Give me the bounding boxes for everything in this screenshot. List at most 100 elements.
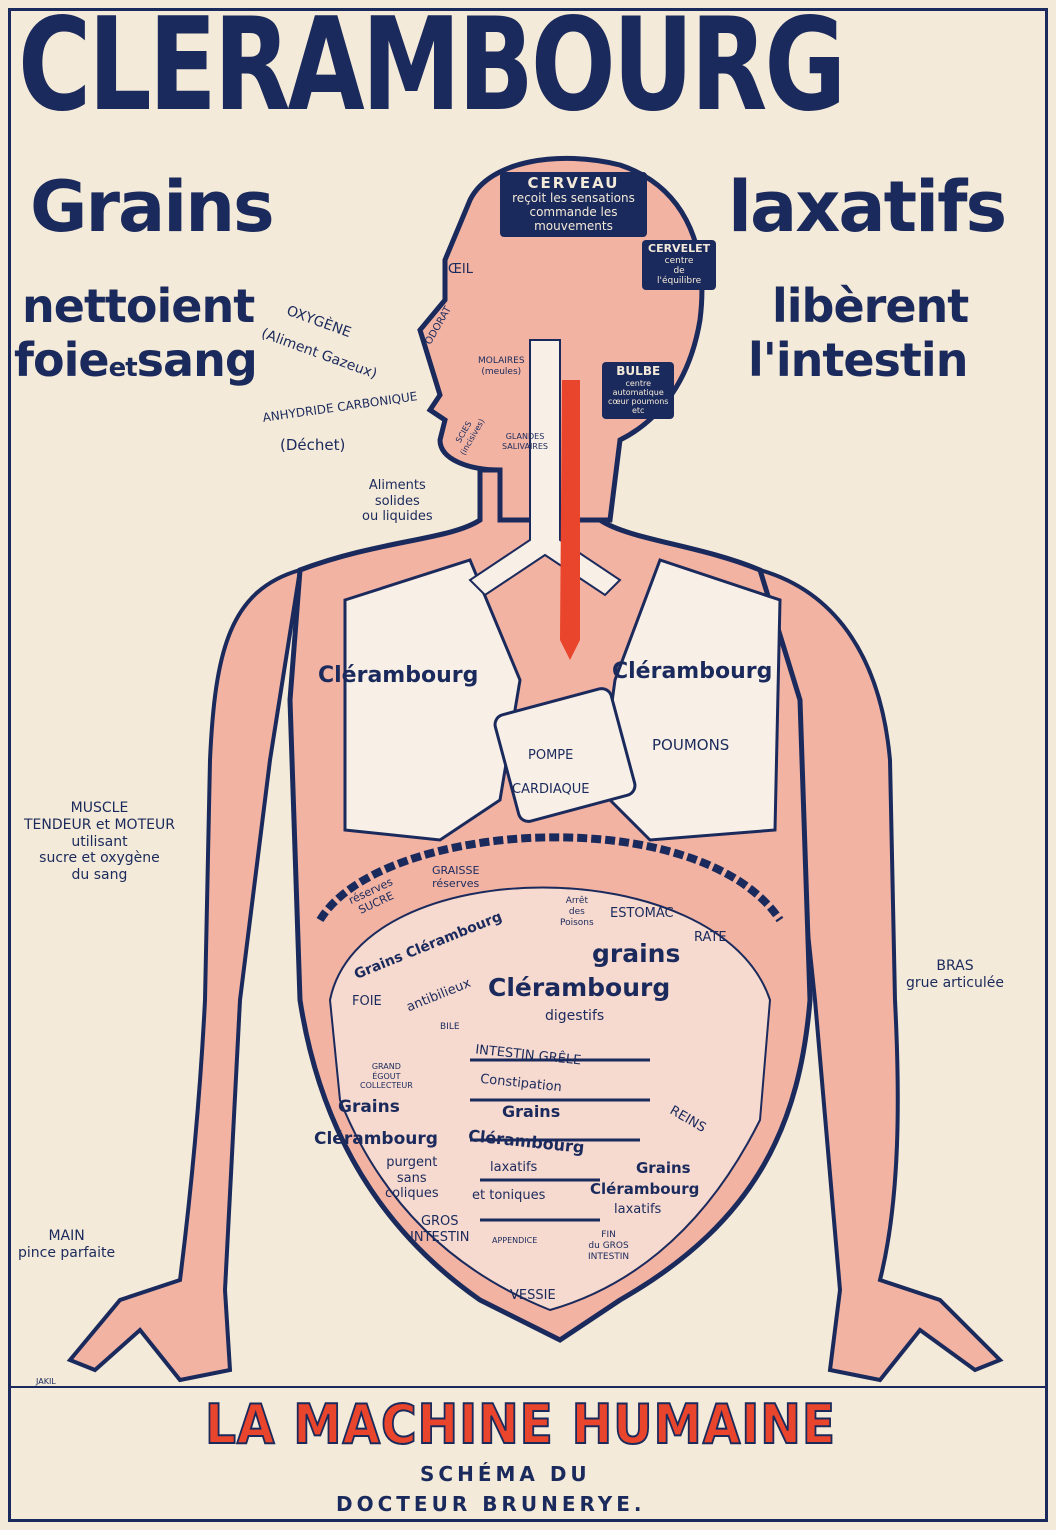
left-grains: Grains bbox=[338, 1097, 400, 1117]
egout-text: ÉGOUT bbox=[372, 1071, 401, 1081]
laxatifs-heading: laxatifs bbox=[728, 166, 1007, 248]
bulbe-line: etc bbox=[631, 406, 645, 416]
right-arm bbox=[757, 567, 1004, 1383]
intestines bbox=[470, 1058, 650, 1222]
poisons-text: des bbox=[568, 906, 585, 917]
cerveau-box: CERVEAU reçoit les sensations commande l… bbox=[500, 172, 647, 237]
poster-border bbox=[8, 8, 1048, 1522]
molaires-text: MOLAIRES bbox=[478, 356, 525, 366]
right-clerambourg: Clérambourg bbox=[590, 1180, 700, 1198]
heart-pump bbox=[493, 687, 637, 823]
brand-title: CLERAMBOURG bbox=[18, 0, 846, 140]
appendice-label: APPENDICE bbox=[492, 1236, 538, 1245]
right-laxatifs: laxatifs bbox=[614, 1202, 662, 1217]
meules-text: (meules) bbox=[481, 366, 522, 377]
oeil-label: ŒIL bbox=[448, 262, 473, 277]
cervelet-box: CERVELET centre de l'équilibre bbox=[642, 240, 717, 290]
center-laxatifs: laxatifs bbox=[490, 1160, 538, 1175]
et-word: et bbox=[108, 353, 138, 383]
cardiaque-label: CARDIAQUE bbox=[512, 782, 590, 797]
cervelet-line: l'équilibre bbox=[656, 276, 702, 287]
bulbe-line: automatique bbox=[612, 387, 664, 397]
cerveau-title: CERVEAU bbox=[527, 174, 620, 192]
aliments-text: ou liquides bbox=[362, 509, 433, 525]
esophagus bbox=[560, 380, 580, 660]
muscle-text: TENDEUR et MOTEUR bbox=[24, 816, 175, 833]
cerveau-line: reçoit les sensations bbox=[512, 191, 635, 206]
foie-word: foie bbox=[14, 333, 110, 387]
diaphragm bbox=[316, 833, 784, 923]
right-grains: Grains bbox=[636, 1159, 691, 1177]
molaires-label: MOLAIRES(meules) bbox=[478, 356, 525, 378]
footer-subtitle: SCHÉMA DU bbox=[420, 1462, 591, 1486]
nettoient-text: nettoient bbox=[22, 279, 255, 333]
footer-author: DOCTEUR BRUNERYE. bbox=[336, 1492, 646, 1516]
bras-text: BRAS bbox=[936, 958, 974, 974]
vessie-label: VESSIE bbox=[510, 1288, 556, 1303]
bras-label: BRAS grue articulée bbox=[906, 958, 1004, 992]
muscle-text: sucre et oxygène bbox=[39, 850, 160, 867]
poisons-text: Poisons bbox=[560, 917, 594, 928]
muscle-label: MUSCLE TENDEUR et MOTEUR utilisant sucre… bbox=[24, 800, 175, 884]
center-toniques: et toniques bbox=[472, 1188, 546, 1203]
sang-word: sang bbox=[136, 333, 258, 387]
cerveau-line: commande les bbox=[529, 205, 618, 220]
digest-grains: grains bbox=[592, 939, 681, 968]
main-text: MAIN bbox=[48, 1228, 85, 1244]
liberent-text: libèrent bbox=[772, 279, 969, 333]
purgent-text: coliques bbox=[385, 1186, 439, 1202]
clerambourg-left-lung: Clérambourg bbox=[318, 663, 479, 688]
poumons-label: POUMONS bbox=[652, 736, 730, 754]
cervelet-line: de bbox=[673, 265, 685, 276]
pompe-label: POMPE bbox=[528, 748, 574, 763]
main-label: MAIN pince parfaite bbox=[18, 1228, 115, 1262]
egout-text: GRAND bbox=[371, 1062, 401, 1071]
bulbe-box: BULBE centre automatique cœur poumons et… bbox=[602, 362, 675, 419]
bras-text: grue articulée bbox=[906, 974, 1004, 991]
cervelet-title: CERVELET bbox=[648, 242, 711, 255]
bulbe-title: BULBE bbox=[616, 364, 661, 378]
cervelet-line: centre bbox=[664, 255, 694, 266]
cerveau-line: mouvements bbox=[534, 218, 613, 233]
rate-label: RATE bbox=[694, 930, 727, 945]
muscle-text: utilisant bbox=[71, 833, 128, 850]
estomac-label: ESTOMAC bbox=[610, 906, 674, 921]
foie-sang-text: foieetsang bbox=[14, 333, 258, 387]
egout-text: COLLECTEUR bbox=[360, 1081, 413, 1091]
purgent-text: purgent bbox=[386, 1155, 438, 1170]
left-lung bbox=[343, 558, 522, 842]
bile-label: BILE bbox=[440, 1022, 460, 1032]
left-clerambourg: Clérambourg bbox=[314, 1129, 438, 1149]
fin-text: FIN bbox=[601, 1230, 616, 1240]
glandes-text: GLANDES bbox=[505, 432, 545, 441]
muscle-text: du sang bbox=[71, 867, 128, 884]
artist-signature: JAKIL bbox=[36, 1377, 56, 1386]
grains-heading: Grains bbox=[30, 166, 275, 248]
bulbe-line: cœur poumons bbox=[608, 397, 669, 407]
salivaires-text: SALIVAIRES bbox=[502, 441, 548, 451]
main-text: pince parfaite bbox=[18, 1244, 116, 1261]
graisse-text: réserves bbox=[432, 877, 480, 891]
center-grains: Grains bbox=[502, 1102, 561, 1121]
fin-text: du GROS bbox=[588, 1240, 629, 1251]
digestifs-label: digestifs bbox=[545, 1008, 605, 1024]
gros-text: INTESTIN bbox=[410, 1229, 470, 1245]
intestin-text: l'intestin bbox=[748, 333, 968, 387]
aliments-text: solides bbox=[374, 493, 420, 509]
muscle-text: MUSCLE bbox=[70, 800, 129, 816]
clerambourg-right-lung: Clérambourg bbox=[612, 659, 773, 684]
foie-label: FOIE bbox=[352, 994, 382, 1009]
purgent-text: sans bbox=[396, 1170, 427, 1186]
footer-title: LA MACHINE HUMAINE bbox=[204, 1393, 836, 1456]
graisse-text: GRAISSE bbox=[432, 864, 480, 877]
poisons-text: Arrêt bbox=[565, 896, 588, 906]
